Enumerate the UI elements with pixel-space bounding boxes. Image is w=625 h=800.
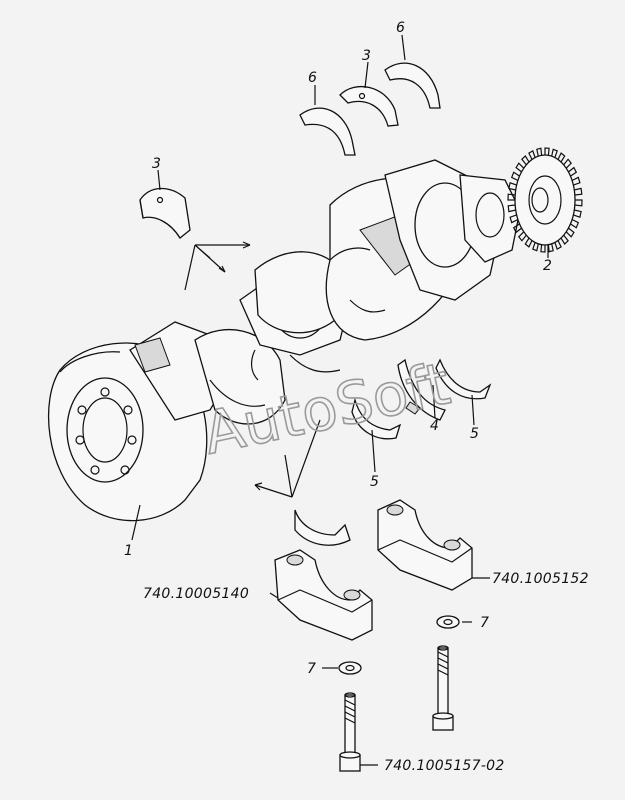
callout-6-left: 6 (308, 70, 317, 86)
part-code-cap-left: 740.10005140 (143, 586, 249, 602)
assembly-direction-arrows-upper (184, 241, 251, 291)
gear-teeth (507, 147, 583, 253)
bolt-left (339, 692, 361, 772)
callout-6-right: 6 (396, 20, 405, 36)
part-code-bolt: 740.1005157-02 (384, 758, 505, 774)
thrust-washer-left (299, 107, 356, 156)
callout-2: 2 (543, 258, 552, 274)
bolt-right (432, 645, 454, 731)
crankshaft (47, 159, 521, 522)
callout-3-center: 3 (362, 48, 371, 64)
callout-1: 1 (124, 543, 133, 559)
callout-5-right: 5 (470, 426, 479, 442)
main-bearing-shell-upper (139, 187, 191, 239)
callout-4: 4 (430, 418, 439, 434)
callout-7-left: 7 (307, 661, 316, 677)
bearing-shell-center (339, 86, 399, 127)
thrust-washer-right (384, 62, 441, 109)
part-code-cap-right: 740.1005152 (492, 571, 589, 587)
thrust-washer-lower-right (435, 358, 492, 400)
bearing-cap-left (274, 549, 373, 641)
leader-lines (131, 34, 549, 766)
timing-gear (507, 147, 583, 253)
bearing-cap-right (377, 499, 473, 591)
assembly-direction-arrows-lower (254, 419, 321, 498)
lower-bearing-shell-cap-left (294, 509, 351, 546)
washer-left (338, 661, 362, 675)
callout-5-left: 5 (370, 474, 379, 490)
thrust-washer-lower-left (351, 397, 402, 440)
callout-3-upper-left: 3 (152, 156, 161, 172)
callout-7-right: 7 (480, 615, 489, 631)
lower-bearing-shell-4 (397, 358, 446, 421)
washer-right (436, 615, 460, 629)
